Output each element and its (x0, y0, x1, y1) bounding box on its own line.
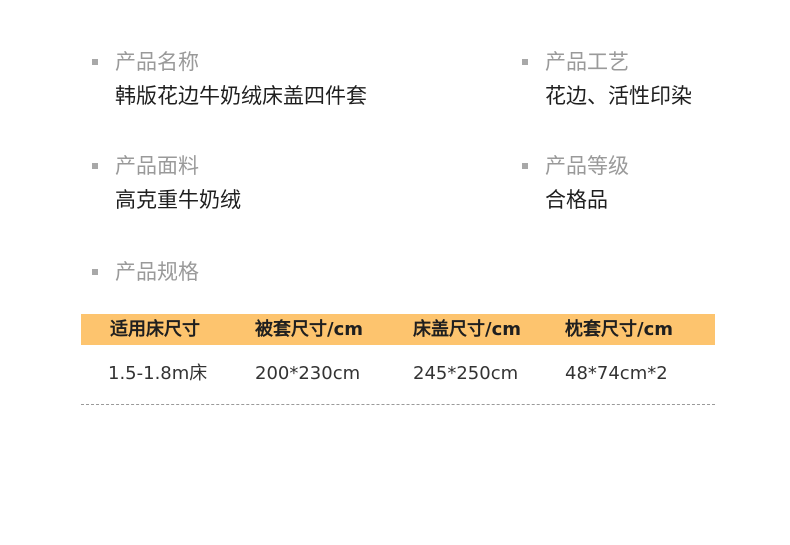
cell-bed-size: 1.5-1.8m床 (108, 363, 208, 384)
bullet-square-icon (92, 269, 98, 275)
product-fabric-label: 产品面料 (115, 154, 199, 178)
header-duvet-cover-size: 被套尺寸/cm (255, 319, 363, 340)
product-grade-value: 合格品 (545, 188, 608, 212)
bullet-square-icon (92, 59, 98, 65)
bullet-square-icon (522, 163, 528, 169)
spec-table: 适用床尺寸 被套尺寸/cm 床盖尺寸/cm 枕套尺寸/cm 1.5-1.8m床 … (81, 314, 715, 405)
spec-table-header: 适用床尺寸 被套尺寸/cm 床盖尺寸/cm 枕套尺寸/cm (81, 314, 715, 345)
product-craft-value: 花边、活性印染 (545, 84, 692, 108)
cell-pillowcase-size: 48*74cm*2 (565, 363, 668, 384)
bullet-square-icon (92, 163, 98, 169)
product-craft-label: 产品工艺 (545, 50, 629, 74)
header-bedspread-size: 床盖尺寸/cm (413, 319, 521, 340)
table-row: 1.5-1.8m床 200*230cm 245*250cm 48*74cm*2 (81, 345, 715, 405)
header-bed-size: 适用床尺寸 (110, 319, 200, 340)
product-fabric-value: 高克重牛奶绒 (115, 188, 241, 212)
product-name-value: 韩版花边牛奶绒床盖四件套 (115, 84, 367, 108)
product-spec-label: 产品规格 (115, 260, 199, 284)
product-grade-label: 产品等级 (545, 154, 629, 178)
header-pillowcase-size: 枕套尺寸/cm (565, 319, 673, 340)
product-name-label: 产品名称 (115, 50, 199, 74)
cell-duvet-cover-size: 200*230cm (255, 363, 361, 384)
bullet-square-icon (522, 59, 528, 65)
cell-bedspread-size: 245*250cm (413, 363, 519, 384)
